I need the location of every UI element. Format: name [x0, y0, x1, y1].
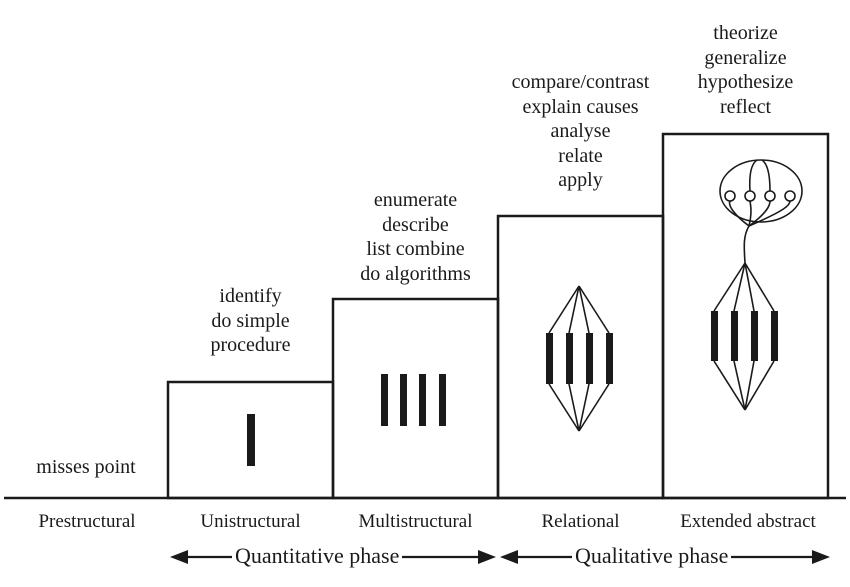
verb: identify	[219, 285, 282, 307]
verb: describe	[382, 213, 449, 236]
verb: generalize	[704, 46, 787, 69]
level-label-prestructural: Prestructural	[38, 511, 136, 532]
relational-verbs: compare/contrast explain causes analyse …	[488, 70, 673, 193]
verb: misses point	[36, 456, 136, 478]
verb: reflect	[719, 95, 772, 118]
extended-abstract-verbs: theorize generalize hypothesize reflect	[663, 21, 828, 119]
verb: list combine	[366, 238, 465, 260]
verb: explain causes	[522, 95, 639, 118]
extended-abstract-icon	[711, 159, 803, 411]
prestructural-verbs: misses point	[0, 455, 172, 480]
level-label-relational: Relational	[541, 511, 620, 532]
verb: do simple	[211, 309, 290, 332]
verb: enumerate	[373, 189, 458, 211]
verb: compare/contrast	[511, 71, 650, 93]
connected-bars-icon	[546, 285, 613, 432]
extended-abstract-step	[661, 132, 830, 500]
level-label-unistructural: Unistructural	[200, 511, 301, 532]
verb: relate	[558, 144, 603, 167]
multistructural-verbs: enumerate describe list combine do algor…	[333, 188, 498, 286]
quantitative-phase-label: Quantitative phase	[232, 543, 403, 569]
verb: analyse	[550, 120, 611, 142]
four-bars-icon	[381, 374, 446, 426]
level-label-extended-abstract: Extended abstract	[680, 511, 816, 532]
verb: do algorithms	[360, 262, 471, 285]
verb: hypothesize	[697, 71, 794, 93]
unistructural-verbs: identify do simple procedure	[168, 284, 333, 358]
multistructural-step	[331, 297, 500, 500]
single-bar-icon	[247, 414, 255, 466]
verb: procedure	[210, 334, 291, 356]
level-label-multistructural: Multistructural	[358, 511, 473, 532]
verb: theorize	[713, 22, 778, 44]
relational-step	[496, 214, 665, 500]
verb: apply	[558, 169, 603, 191]
qualitative-phase-label: Qualitative phase	[572, 543, 732, 569]
